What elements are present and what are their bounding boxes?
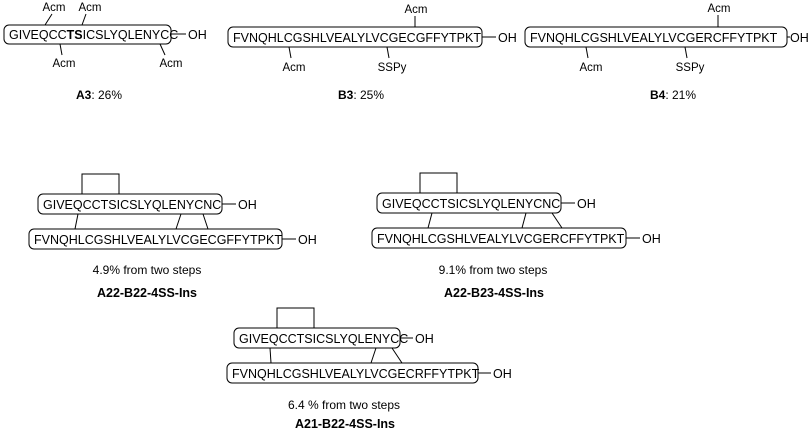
p1-yield-caption: 4.9% from two steps xyxy=(93,263,202,277)
a3-name: A3 xyxy=(76,88,92,102)
b4-caption: B4: 21% xyxy=(650,88,696,102)
p2-product-name: A22-B23-4SS-Ins xyxy=(444,286,544,300)
p3-disulfide-1 xyxy=(269,347,272,364)
p2-disulfide-3 xyxy=(551,212,563,229)
a3-acm-label-3: Acm xyxy=(53,58,76,70)
p2-a-chain-sequence: GIVEQCCTSICSLYQLENYCNC xyxy=(382,197,560,211)
a3-seq-start: GIVEQCC xyxy=(9,28,67,42)
compound-b4: Acm FVNQHLCGSHLVEALYLVCGERCFFYTPKT OH Ac… xyxy=(524,3,808,102)
b3-acm-bond-bottom xyxy=(288,46,292,59)
p1-disulfide-1 xyxy=(74,213,79,230)
p1-product-name: A22-B22-4SS-Ins xyxy=(97,286,197,300)
product-a21-b22: GIVEQCCTSICSLYQLENYCC OH FVNQHLCGSHLVEAL… xyxy=(226,307,512,430)
b4-sequence: FVNQHLCGSHLVEALYLVCGERCFFYTPKT xyxy=(530,31,778,45)
p1-intra-disulfide-bridge xyxy=(81,173,120,194)
p2-a-terminus: OH xyxy=(577,197,596,211)
a3-acm-label-2: Acm xyxy=(79,2,102,14)
p2-yield-caption: 9.1% from two steps xyxy=(439,263,548,277)
b3-sspy-bond xyxy=(386,46,390,59)
p2-disulfide-2 xyxy=(521,212,527,229)
p3-a-terminus: OH xyxy=(415,332,434,346)
product-a22-b22: GIVEQCCTSICSLYQLENYCNC OH FVNQHLCGSHLVEA… xyxy=(28,173,317,300)
b4-name: B4 xyxy=(650,88,666,102)
a3-seq-bold: TS xyxy=(67,28,83,42)
b4-acm-bond-bottom xyxy=(585,46,589,59)
p3-product-name: A21-B22-4SS-Ins xyxy=(295,417,395,430)
p1-disulfide-2 xyxy=(175,213,182,230)
b3-name: B3 xyxy=(338,88,354,102)
b3-sspy-label: SSPy xyxy=(378,62,407,74)
a3-yield: : 26% xyxy=(91,88,122,102)
p3-disulfide-3 xyxy=(391,347,403,364)
p1-b-terminus: OH xyxy=(298,233,317,247)
a3-seq-end: ICSLYQLENYCC xyxy=(83,28,179,42)
a3-acm-bond-2 xyxy=(81,13,87,26)
p2-b-chain-sequence: FVNQHLCGSHLVEALYLVCGERCFFYTPKT xyxy=(377,232,625,246)
a3-terminus: OH xyxy=(188,28,207,42)
a3-acm-bond-1 xyxy=(44,13,53,26)
p1-a-terminus: OH xyxy=(238,198,257,212)
p1-a-chain-sequence: GIVEQCCTSICSLYQLENYCNC xyxy=(43,198,221,212)
p3-intra-disulfide-bridge xyxy=(276,307,315,328)
b4-acm-label-top: Acm xyxy=(708,3,731,15)
compound-a3: Acm Acm GIVEQCCTSICSLYQLENYCC OH Acm Acm… xyxy=(3,2,207,102)
p3-disulfide-2 xyxy=(370,347,377,364)
b3-acm-label-top: Acm xyxy=(405,4,428,16)
b4-sspy-bond xyxy=(684,46,688,59)
a3-acm-label-1: Acm xyxy=(43,2,66,14)
a3-acm-bond-3 xyxy=(59,43,63,56)
b3-caption: B3: 25% xyxy=(338,88,384,102)
a3-caption: A3: 26% xyxy=(76,88,122,102)
product-a22-b23: GIVEQCCTSICSLYQLENYCNC OH FVNQHLCGSHLVEA… xyxy=(371,172,661,300)
b4-acm-label-bottom: Acm xyxy=(580,62,603,74)
p3-b-chain-sequence: FVNQHLCGSHLVEALYLVCGECRFFYTPKT xyxy=(232,367,480,381)
b3-acm-label-bottom: Acm xyxy=(283,62,306,74)
b3-sequence: FVNQHLCGSHLVEALYLVCGECGFFYTPKT xyxy=(233,31,481,45)
p3-a-chain-sequence: GIVEQCCTSICSLYQLENYCC xyxy=(239,332,408,346)
p1-b-chain-sequence: FVNQHLCGSHLVEALYLVCGECGFFYTPKT xyxy=(34,233,282,247)
a3-acm-bond-4 xyxy=(159,43,166,56)
a3-sequence: GIVEQCCTSICSLYQLENYCC xyxy=(9,28,178,42)
compound-b3: Acm FVNQHLCGSHLVEALYLVCGECGFFYTPKT OH Ac… xyxy=(227,4,517,102)
p3-b-terminus: OH xyxy=(493,367,512,381)
b4-yield: : 21% xyxy=(665,88,696,102)
b3-terminus: OH xyxy=(498,31,517,45)
b3-yield: : 25% xyxy=(353,88,384,102)
p1-disulfide-3 xyxy=(202,213,209,230)
p3-yield-caption: 6.4 % from two steps xyxy=(288,398,400,412)
p2-disulfide-1 xyxy=(427,212,433,229)
a3-acm-label-4: Acm xyxy=(160,58,183,70)
p2-b-terminus: OH xyxy=(642,232,661,246)
b4-terminus: OH xyxy=(790,31,808,45)
p2-intra-disulfide-bridge xyxy=(419,172,458,193)
b4-sspy-label: SSPy xyxy=(676,62,705,74)
